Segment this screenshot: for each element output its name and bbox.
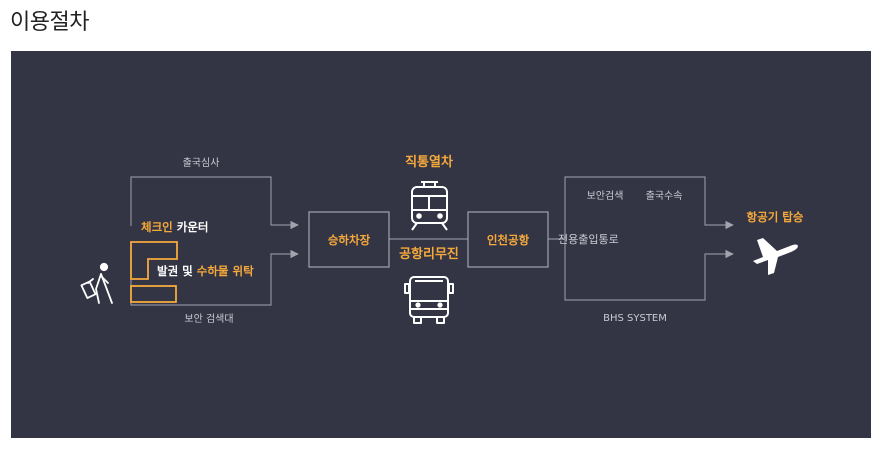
boarding-station-label: 승하차장 bbox=[328, 233, 371, 247]
procedure-diagram-panel bbox=[11, 51, 871, 438]
checkin-counter-label: 체크인 카운터 bbox=[141, 220, 209, 234]
boarding-station-box bbox=[308, 211, 390, 268]
incheon-airport-label: 인천공항 bbox=[487, 233, 530, 247]
baggage-highlight: 수하물 위탁 bbox=[197, 264, 254, 278]
dedicated-passage-label: 전용출입통로 bbox=[558, 233, 619, 246]
emigration-label: 출국수속 bbox=[646, 190, 683, 202]
security-check-label: 보안 검색대 bbox=[184, 313, 233, 325]
baggage-counter-shape bbox=[130, 285, 177, 303]
security-screening-label: 보안검색 bbox=[587, 190, 624, 202]
page-title: 이용절차 bbox=[10, 10, 89, 35]
train-icon bbox=[411, 181, 448, 231]
airplane-icon bbox=[753, 238, 798, 275]
checkin-rest: 카운터 bbox=[173, 220, 209, 234]
tag-issue-text: 발권 및 bbox=[157, 264, 197, 278]
checkin-counter-shape bbox=[130, 241, 178, 280]
traveler-icon bbox=[80, 262, 113, 304]
incheon-airport-box bbox=[467, 211, 549, 268]
right-upper-line bbox=[564, 176, 734, 239]
checkin-highlight: 체크인 bbox=[141, 220, 173, 234]
aircraft-highlight: 탑승 bbox=[782, 210, 804, 224]
lower-route-line bbox=[130, 249, 299, 306]
upper-route-line bbox=[130, 176, 299, 230]
departure-screening-label: 출국심사 bbox=[183, 157, 220, 169]
right-lower-line bbox=[564, 239, 734, 301]
airport-limousine-label: 공항리무진 bbox=[399, 246, 459, 262]
checkin-shapes bbox=[130, 241, 178, 303]
aircraft-prefix: 항공기 bbox=[747, 210, 783, 224]
aircraft-boarding-label: 항공기 탑승 bbox=[747, 210, 804, 224]
direct-train-label: 직통열차 bbox=[405, 154, 453, 170]
bhs-system-label: BHS SYSTEM bbox=[603, 313, 667, 324]
bus-icon bbox=[404, 276, 454, 324]
right-flow-lines bbox=[548, 176, 734, 301]
baggage-label: 발권 및 수하물 위탁 bbox=[157, 264, 254, 278]
